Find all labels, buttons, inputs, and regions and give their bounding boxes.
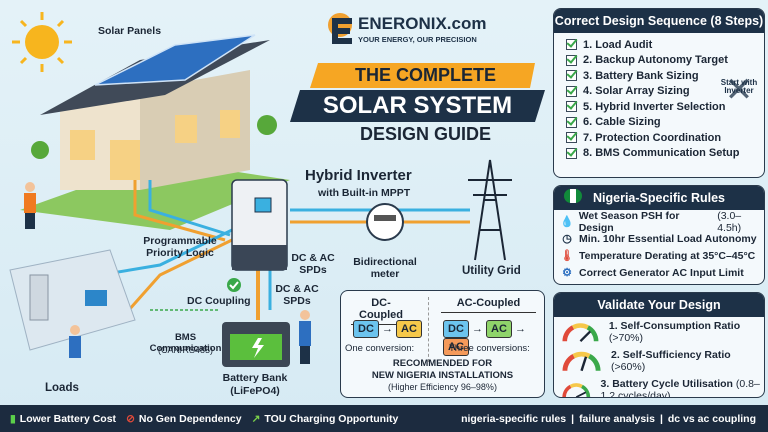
label-hybrid-inverter: Hybrid Inverter [305,167,412,184]
brand-tagline: YOUR ENERGY, OUR PRECISION [358,35,477,44]
crossed-note: Start with Inverter✕ [720,71,758,109]
validate-item: 1. Self-Consumption Ratio (>70%) [554,317,764,346]
rule-item: 💧Wet Season PSH for Design (3.0–4.5h) [560,209,742,234]
label-dc-coupling: DC Coupling [187,295,251,307]
gauge-icon [562,382,591,397]
gauge-icon [562,351,601,371]
tag-link[interactable]: nigeria-specific rules [461,412,567,425]
nigeria-flag-icon [564,189,582,203]
checkbox-checked-icon [566,132,577,144]
ac-note: Three conversions: [449,343,530,354]
clock-icon: ◷ [562,233,572,245]
label-bms: BMS Communication [149,332,222,354]
rule-item: ⚙Correct Generator AC Input Limit [554,264,764,281]
checkbox-checked-icon [566,101,577,113]
sequence-step: 2. Backup Autonomy Target [554,53,764,69]
footer-item-gen: ⊘No Gen Dependency [126,412,242,425]
tag-link[interactable]: dc vs ac coupling [667,412,756,425]
label-battery: Battery Bank [222,372,288,384]
title-line-1: THE COMPLETE [354,65,496,85]
checkbox-checked-icon [566,70,577,82]
label-meter: Bidirectional meter [353,256,417,281]
footer-tags: nigeria-specific rules| failure analysis… [461,412,756,425]
nigeria-rules-panel: Nigeria-Specific Rules 💧Wet Season PSH f… [553,185,765,285]
title-banner-2 [290,90,545,122]
chart-up-icon: ↗ [251,412,261,425]
dc-coupled-title: DC-Coupled [351,297,411,325]
nigeria-title: Nigeria-Specific Rules [593,191,725,205]
sequence-step: 6. Cable Sizing [554,115,764,131]
label-solar-panels: Solar Panels [98,25,162,37]
brand-name: ENERONIX.com [358,14,487,33]
footer-bar: ▮Lower Battery Cost ⊘No Gen Dependency ↗… [0,405,768,432]
validate-item: 3. Battery Cycle Utilisation (0.8–1.2 cy… [554,375,764,397]
checkbox-checked-icon [566,116,577,128]
ac-coupled-title: AC-Coupled [441,297,536,313]
check-icon [227,278,241,292]
sun-icon [12,12,72,72]
validate-title: Validate Your Design [554,293,764,317]
sequence-step: 5. Hybrid Inverter Selection [554,99,764,115]
no-generator-icon: ⊘ [126,412,135,425]
sequence-step: 1. Load Audit [554,37,764,53]
dc-note: One conversion: [345,343,415,354]
bidirectional-meter-icon [366,203,404,241]
coupling-comparison-box: DC-Coupled AC-Coupled DC → AC DC → AC → … [340,290,545,398]
label-bms-sub: (CAN/RS485) [157,345,213,355]
cross-icon: ✕ [724,71,754,109]
footer-item-tou: ↗TOU Charging Opportunity [251,412,399,425]
title-line-3: DESIGN GUIDE [359,124,492,144]
rule-item: 🌡Temperature Derating at 35°C–45°C [560,249,756,263]
validate-panel: Validate Your Design 1. Self-Consumption… [553,292,765,398]
gear-icon: ⚙ [562,267,572,279]
ac-coupled-flow: DC → AC → AC [443,320,544,356]
sequence-step: 3. Battery Bank Sizing [554,68,764,84]
gauge-icon [562,322,599,342]
utility-grid-tower-icon [468,159,512,261]
battery-illustration [222,322,290,367]
thermometer-icon: 🌡 [560,250,574,262]
system-diagram [9,12,545,367]
sequence-step: 4. Solar Array Sizing [554,84,764,100]
checkbox-checked-icon [566,85,577,97]
person-left [24,182,36,229]
sequence-step: 7. Protection Coordination [554,130,764,146]
rain-drop-icon: 💧 [560,216,574,228]
battery-icon: ▮ [10,412,16,425]
recommend-line-1: RECOMMENDED FOR [392,358,493,369]
logo-icon [328,13,352,44]
hybrid-inverter-illustration [231,179,288,271]
title-line-2: SOLAR SYSTEM [322,92,513,119]
checkbox-checked-icon [566,54,577,66]
design-sequence-panel: Correct Design Sequence (8 Steps) 1. Loa… [553,8,765,178]
label-loads: Loads [45,382,79,394]
label-spd-1: DC & AC SPDs [291,252,335,277]
dc-coupled-flow: DC → AC [353,320,422,338]
label-spd-2: DC & AC SPDs [275,283,319,308]
label-priority-logic: Programmable Priority Logic [143,235,217,260]
checkbox-checked-icon [566,39,577,51]
label-mppt: with Built-in MPPT [318,187,411,199]
label-battery-sub: (LiFePO4) [230,385,280,397]
person-battery [299,310,311,364]
footer-item-battery: ▮Lower Battery Cost [10,412,117,425]
checkbox-checked-icon [566,147,577,159]
house-illustration [20,34,290,230]
recommend-line-2: NEW NIGERIA INSTALLATIONS [371,370,514,381]
validate-item: 2. Self-Sufficiency Ratio (>60%) [554,346,764,375]
sequence-title: Correct Design Sequence (8 Steps) [554,9,764,33]
rule-item: ◷Min. 10hr Essential Load Autonomy [554,230,764,247]
loads-room-illustration [9,249,136,358]
sequence-step: 8. BMS Communication Setup [554,146,764,162]
title-banner-1 [310,63,535,88]
tag-link[interactable]: failure analysis [579,412,655,425]
label-utility-grid: Utility Grid [462,265,521,277]
recommend-line-3: (Higher Efficiency 96–98%) [388,382,497,392]
